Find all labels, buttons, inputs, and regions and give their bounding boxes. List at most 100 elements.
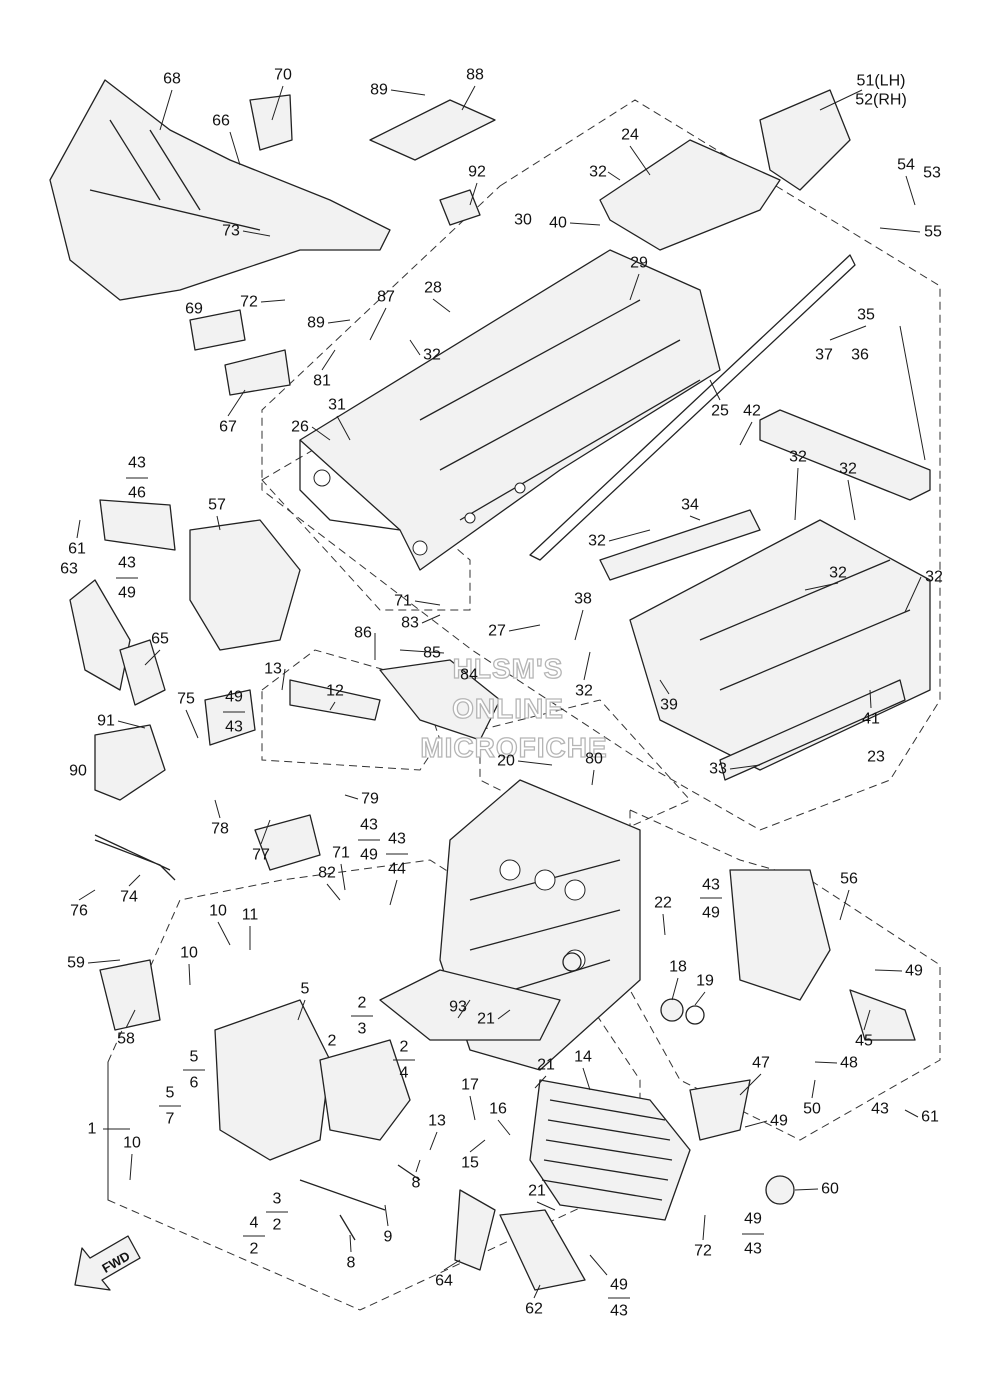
callout-label: 48 (840, 1055, 858, 1072)
callout-label: 32 (575, 683, 593, 700)
callout-label: 87 (377, 289, 395, 306)
callout-label: 46 (128, 485, 146, 502)
callout-label: 45 (855, 1033, 873, 1050)
callout-label: 78 (211, 821, 229, 838)
callout-label: 2 (400, 1039, 409, 1056)
callout-label: 43 (610, 1303, 628, 1320)
callout-label: 32 (925, 569, 943, 586)
tunnel-frame (299, 249, 856, 571)
callout-label: 23 (867, 749, 885, 766)
callout-label: 56 (840, 871, 858, 888)
callout-label: 81 (313, 373, 331, 390)
callout-label: 21 (537, 1057, 555, 1074)
callout-label: 20 (497, 753, 515, 770)
callout-label: 63 (60, 561, 78, 578)
callout-label: 43 (225, 719, 243, 736)
callout-label: 10 (123, 1135, 141, 1152)
callout-label: 32 (423, 347, 441, 364)
callout-label: 44 (388, 861, 406, 878)
callout-label: 10 (209, 903, 227, 920)
callout-label: 68 (163, 71, 181, 88)
callout-label: 15 (461, 1155, 479, 1172)
callout-label: 32 (839, 461, 857, 478)
callout-label: 43 (118, 555, 136, 572)
callout-label: 65 (151, 631, 169, 648)
callout-label: 51(LH) (857, 73, 906, 90)
callout-label: 2 (328, 1033, 337, 1050)
callout-label: 62 (525, 1301, 543, 1318)
front-chassis-frame (289, 659, 641, 1071)
callout-label: 32 (588, 533, 606, 550)
callout-label: 22 (654, 895, 672, 912)
callout-label: 12 (326, 683, 344, 700)
callout-label: 18 (669, 959, 687, 976)
callout-label: 13 (264, 661, 282, 678)
callout-label: 24 (621, 127, 639, 144)
callout-label: 26 (291, 419, 309, 436)
callout-label: 13 (428, 1113, 446, 1130)
front-dash-panel (49, 79, 391, 396)
callout-label: 52(RH) (855, 92, 907, 109)
callout-label: 61 (921, 1109, 939, 1126)
callout-label: 60 (821, 1181, 839, 1198)
callout-separators (116, 477, 764, 1299)
callout-label: 71 (332, 845, 350, 862)
callout-label: 92 (468, 164, 486, 181)
callout-label: 29 (630, 255, 648, 272)
callout-label: 27 (488, 623, 506, 640)
callout-label: 59 (67, 955, 85, 972)
callout-label: 55 (924, 224, 942, 241)
callout-label: 3 (273, 1191, 282, 1208)
callout-label: 53 (923, 165, 941, 182)
callout-label: 40 (549, 215, 567, 232)
callout-label: 54 (897, 157, 915, 174)
callout-label: 50 (803, 1101, 821, 1118)
callout-label: 49 (702, 905, 720, 922)
callout-label: 41 (862, 711, 880, 728)
callout-label: 21 (477, 1011, 495, 1028)
callout-label: 8 (347, 1255, 356, 1272)
callout-label: 9 (384, 1229, 393, 1246)
callout-label: 49 (770, 1113, 788, 1130)
callout-label: 88 (466, 67, 484, 84)
callout-label: 80 (585, 751, 603, 768)
callout-label: 72 (240, 294, 258, 311)
callout-label: 10 (180, 945, 198, 962)
watermark: HLSM'S ONLINE MICROFICHE (420, 652, 608, 763)
callout-label: 32 (789, 449, 807, 466)
callout-label: 7 (166, 1111, 175, 1128)
callout-label: 49 (744, 1211, 762, 1228)
callout-label: 35 (857, 307, 875, 324)
callout-label: 38 (574, 591, 592, 608)
callout-label: 91 (97, 713, 115, 730)
leader-lines (76, 85, 926, 1299)
callout-label: 2 (250, 1241, 259, 1258)
callout-label: 89 (370, 82, 388, 99)
callout-label: 49 (225, 689, 243, 706)
callout-label: 1 (88, 1121, 97, 1138)
watermark-line: MICROFICHE (420, 732, 607, 763)
callout-label: 49 (610, 1277, 628, 1294)
callout-label: 73 (222, 223, 240, 240)
callout-label: 14 (574, 1049, 592, 1066)
callout-label: 58 (117, 1031, 135, 1048)
callout-label: 74 (120, 889, 138, 906)
callout-label: 6 (190, 1075, 199, 1092)
callout-label: 93 (449, 999, 467, 1016)
callout-label: 11 (242, 907, 259, 924)
callout-label: 86 (354, 625, 372, 642)
callout-label: 70 (274, 67, 292, 84)
callout-label: 49 (905, 963, 923, 980)
callout-label: 83 (401, 615, 419, 632)
callout-label: 5 (166, 1085, 175, 1102)
callout-label: 69 (185, 301, 203, 318)
callout-label: 34 (681, 497, 699, 514)
callout-label: 57 (208, 497, 226, 514)
callout-label: 75 (177, 691, 195, 708)
callout-label: 82 (318, 865, 336, 882)
callout-label: 21 (528, 1183, 546, 1200)
callout-label: 47 (752, 1055, 770, 1072)
callout-label: 4 (250, 1215, 259, 1232)
